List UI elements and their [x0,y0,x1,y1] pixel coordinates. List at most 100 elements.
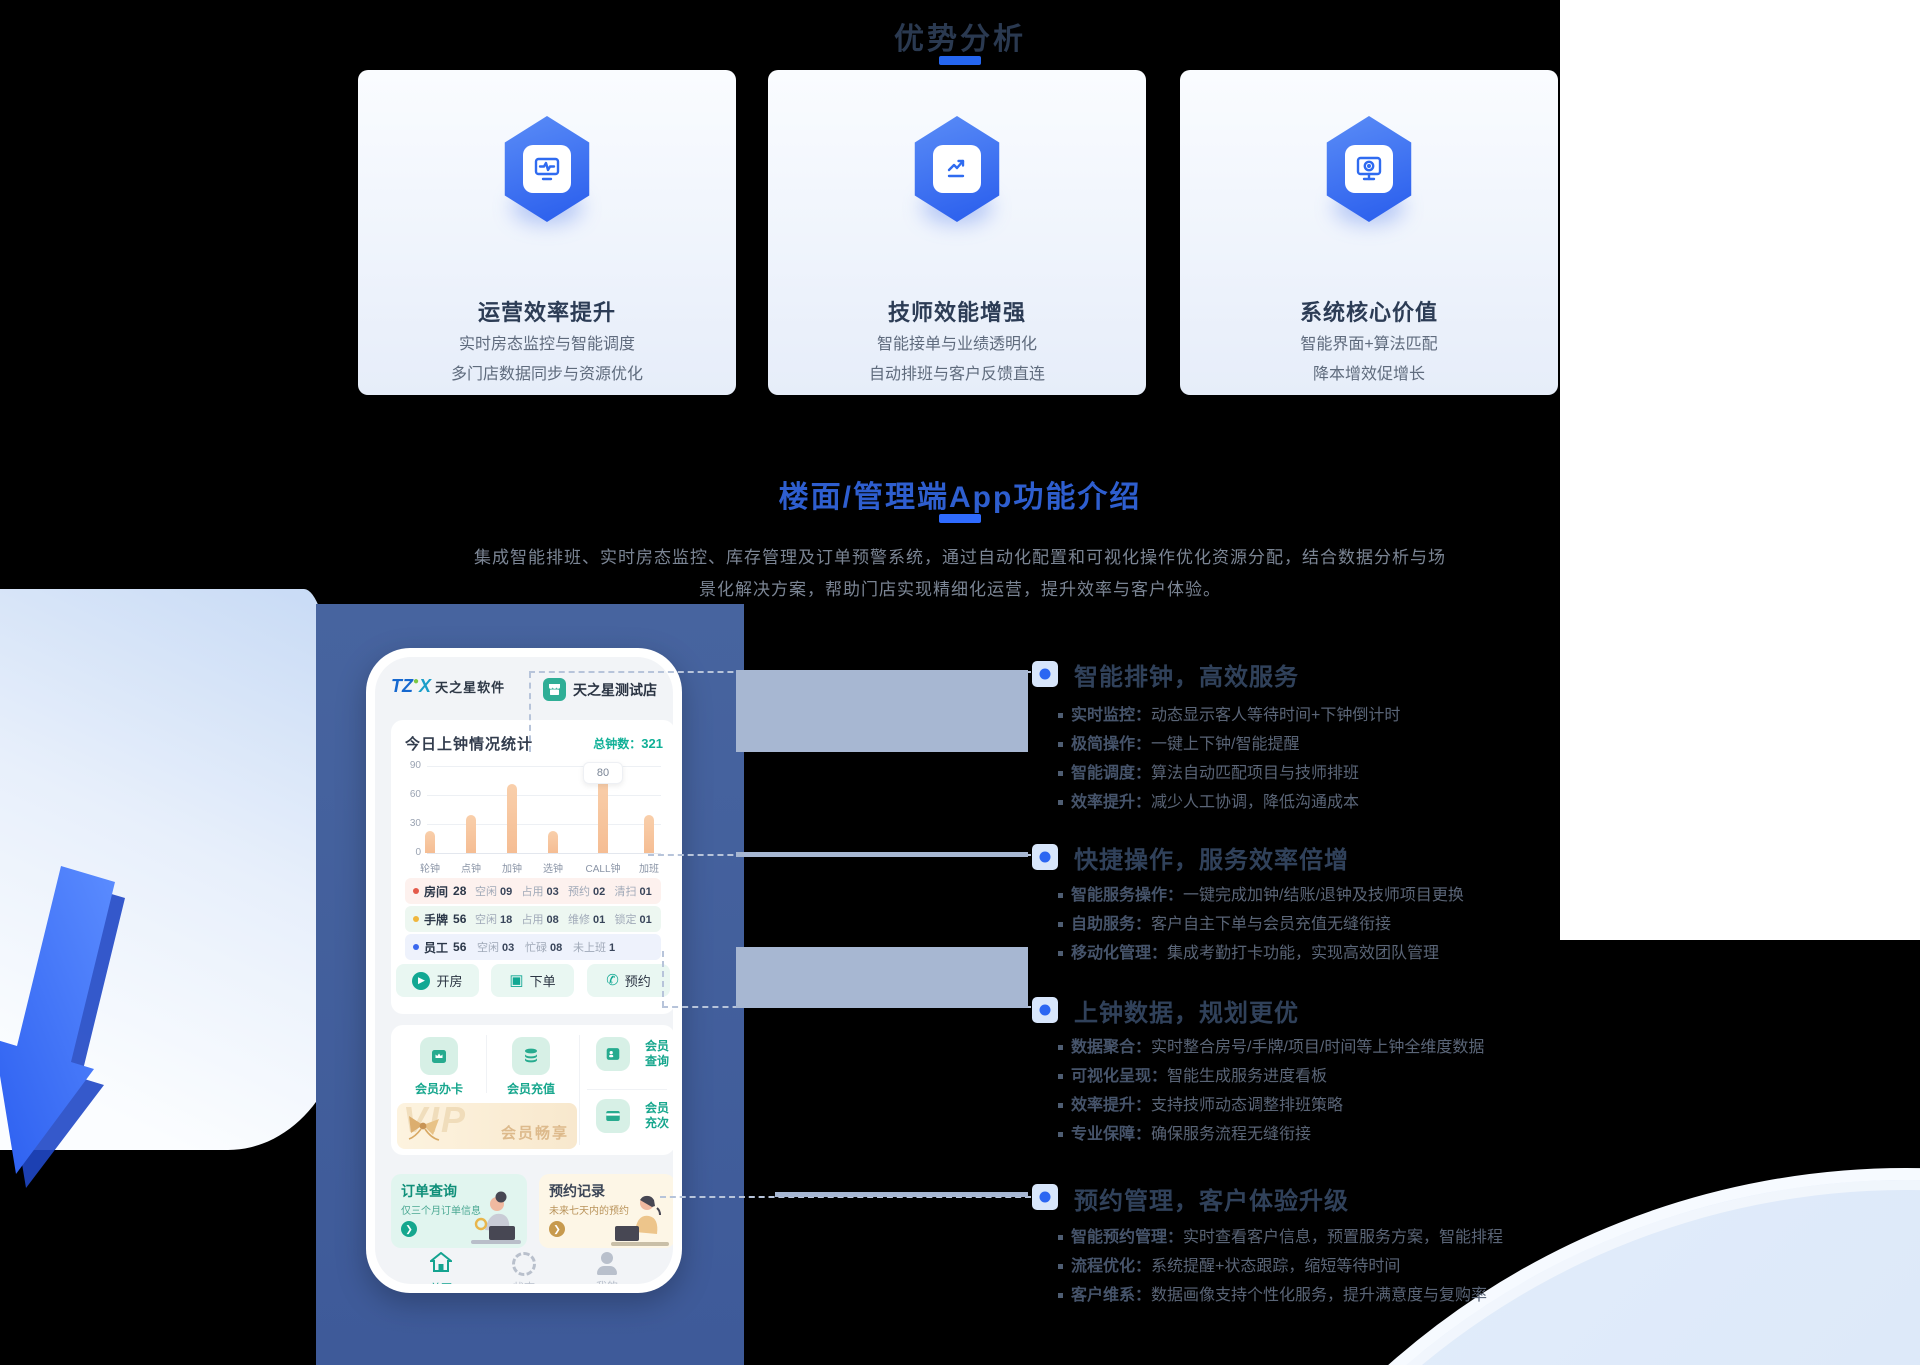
y-tick: 60 [409,789,421,800]
open-room-button[interactable]: ▶开房 [396,964,479,997]
feature-title-3: 上钟数据，规划更优 [1074,1000,1299,1027]
connector-band-4 [775,1192,1028,1197]
connector-line-1-vertical [529,672,531,752]
bullet: 移动化管理：集成考勤打卡功能，实现高效团队管理 [1058,939,1464,968]
y-tick: 30 [409,818,421,829]
feature-bullets-3: 数据聚合：实时整合房号/手牌/项目/时间等上钟全维度数据 可视化呈现：智能生成服… [1058,1033,1484,1149]
bullet: 智能服务操作：一键完成加钟/结账/退钟及技师项目更换 [1058,881,1464,910]
trend-chart-icon [933,145,981,193]
card-operation-efficiency: 运营效率提升 实时房态监控与智能调度多门店数据同步与资源优化 [358,70,736,395]
bullet: 效率提升：减少人工协调，降低沟通成本 [1058,788,1400,817]
stats-card: 今日上钟情况统计 总钟数：321 90 60 30 0 [391,720,673,1014]
store-selector[interactable]: 天之星测试店 [543,678,657,701]
app-section-desc-line1: 集成智能排班、实时房态监控、库存管理及订单预警系统，通过自动化配置和可视化操作优… [474,548,1446,567]
app-section-desc-line2: 景化解决方案，帮助门店实现精细化运营，提升效率与客户体验。 [699,580,1221,599]
monitor-pulse-icon [523,145,571,193]
y-tick: 0 [415,847,421,858]
bar-callzhong [598,776,608,853]
connector-band-1 [736,670,1028,752]
bar-jiazhong [507,784,517,853]
chevron-right-icon: ❯ [549,1221,565,1237]
card-system-core-value: 系统核心价值 智能界面+算法匹配降本增效促增长 [1180,70,1558,395]
member-times[interactable]: 会员充次 [589,1099,669,1133]
connector-band-3 [736,947,1028,1008]
connector-line-3-vertical [662,951,664,1007]
card-technician-efficiency: 技师效能增强 智能接单与业绩透明化自动排班与客户反馈直连 [768,70,1146,395]
order-button[interactable]: ▣下单 [491,964,574,997]
chevron-right-icon: ❯ [401,1221,417,1237]
support-woman-illustration [611,1195,669,1246]
reserve-button[interactable]: ✆预约 [587,964,670,997]
feature-bullets-4: 智能预约管理：实时查看客户信息，预置服务方案，智能排程 流程优化：系统提醒+状态… [1058,1223,1503,1310]
x-label: CALL钟 [585,864,621,875]
feature-title-4: 预约管理，客户体验升级 [1074,1188,1349,1215]
member-query[interactable]: 会员查询 [589,1037,669,1071]
chart-tooltip: 80 [583,762,623,784]
feature-title-2: 快捷操作，服务效率倍增 [1074,847,1349,874]
feature-marker-1 [1032,661,1058,687]
monitor-target-icon [1345,145,1393,193]
phone-icon: ✆ [606,972,619,989]
x-label: 选钟 [543,864,563,875]
x-label: 加钟 [502,864,522,875]
bar-chart: 90 60 30 0 80 轮钟 点钟 加钟 [391,720,673,880]
gold-bow-icon [408,1116,440,1141]
nav-status[interactable]: 状态 [489,1252,559,1284]
nav-home[interactable]: 首页 [406,1251,476,1284]
feature-marker-2 [1032,844,1058,870]
bullet: 智能预约管理：实时查看客户信息，预置服务方案，智能排程 [1058,1223,1503,1252]
bullet: 实时监控：动态显示客人等待时间+下钟倒计时 [1058,701,1400,730]
nav-profile[interactable]: 我的 [572,1252,642,1284]
bar-xuanzhong [548,831,558,853]
bullet: 智能调度：算法自动匹配项目与技师排班 [1058,759,1400,788]
bullet: 自助服务：客户自主下单与会员充值无缝衔接 [1058,910,1464,939]
blue-3d-arrow-decor [0,866,125,1188]
card-body: 智能接单与业绩透明化自动排班与客户反馈直连 [868,336,1045,383]
store-name: 天之星测试店 [573,681,657,698]
coins-icon [512,1037,550,1075]
feature-bullets-1: 实时监控：动态显示客人等待时间+下钟倒计时 极简操作：一键上下钟/智能提醒 智能… [1058,701,1400,817]
status-ring-icon [512,1252,536,1276]
play-icon: ▶ [412,971,431,990]
bar-jiaban [644,815,654,853]
order-query-card[interactable]: 订单查询 仅三个月订单信息 ❯ [391,1174,527,1248]
id-card-icon [595,1037,630,1071]
advantage-title: 优势分析 [894,23,1026,56]
reservation-record-card[interactable]: 预约记录 未来七天内的预约 ❯ [539,1174,673,1248]
vip-banner[interactable]: VIP 会员畅享 [397,1103,577,1149]
message-icon: ▣ [509,972,524,989]
tzx-logo: TZ●X [391,676,432,696]
x-label: 加班 [639,864,659,875]
bullet: 极简操作：一键上下钟/智能提醒 [1058,730,1400,759]
total-count: 总钟数：321 [593,736,663,751]
white-side-panel [1560,0,1920,940]
card-title: 系统核心价值 [1299,300,1438,325]
card-body: 实时房态监控与智能调度多门店数据同步与资源优化 [450,336,643,383]
card-title: 技师效能增强 [887,300,1026,325]
chart-bars [391,720,673,853]
member-open-card[interactable]: 会员办卡 [399,1037,479,1097]
bullet: 专业保障：确保服务流程无缝衔接 [1058,1120,1484,1149]
credit-card-icon [595,1099,630,1133]
profile-icon [572,1252,642,1275]
home-icon [428,1251,454,1272]
hexagon-badge [504,116,590,222]
bullet: 数据聚合：实时整合房号/手牌/项目/时间等上钟全维度数据 [1058,1033,1484,1062]
bullet: 客户维系：数据画像支持个性化服务，提升满意度与复购率 [1058,1281,1503,1310]
store-icon [543,678,566,701]
stats-title: 今日上钟情况统计 [405,736,534,753]
crown-card-icon [420,1037,458,1075]
app-section-title: 楼面/管理端App功能介绍 [778,481,1142,514]
member-recharge[interactable]: 会员充值 [491,1037,571,1097]
advantage-title-underline [939,56,981,65]
x-label: 点钟 [461,864,481,875]
bar-lunzhong [425,831,435,853]
bullet: 流程优化：系统提醒+状态跟踪，缩短等待时间 [1058,1252,1503,1281]
bullet: 效率提升：支持技师动态调整排班策略 [1058,1091,1484,1120]
